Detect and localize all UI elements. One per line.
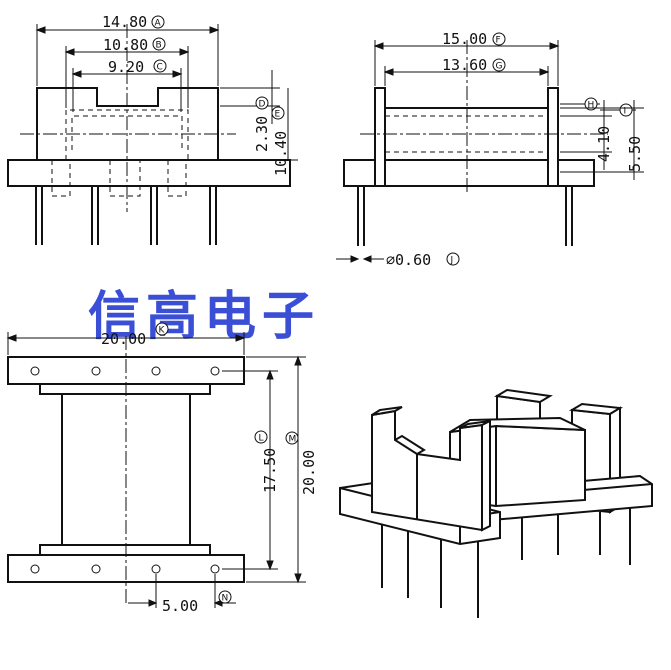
dim-a-value: 14.80 xyxy=(102,13,147,31)
dim-c-value: 9.20 xyxy=(108,58,144,76)
dim-l-value: 17.50 xyxy=(261,448,279,493)
dim-e-tag: E xyxy=(275,110,281,120)
dim-n-value: 5.00 xyxy=(162,597,198,615)
dim-f-value: 15.00 xyxy=(442,30,487,48)
dim-j-value: 4.10 xyxy=(595,126,613,162)
dim-pin-dia-value: ⌀0.60 xyxy=(386,251,431,269)
dim-c-tag: C xyxy=(157,63,163,73)
dim-g-tag: G xyxy=(496,62,503,72)
isometric-view xyxy=(339,388,653,618)
dim-f-tag: F xyxy=(496,36,501,46)
dim-a-tag: A xyxy=(155,19,162,29)
dim-m-tag: M xyxy=(289,435,297,445)
dim-k-value: 5.50 xyxy=(626,136,644,172)
dim-pin-dia-tag: J xyxy=(450,256,454,266)
dim-d-value: 2.30 xyxy=(253,116,271,152)
front-view: 14.80 A 10.80 B 9.20 C 2.30 D 10.40 E xyxy=(7,13,298,245)
dim-k-top-tag: K xyxy=(159,326,166,336)
dim-l-tag: L xyxy=(259,434,264,444)
dim-h-tag: H xyxy=(588,101,595,111)
dim-g-value: 13.60 xyxy=(442,56,487,74)
top-view: 20.00 K 17.50 L 20.00 M 5.00 N xyxy=(6,322,318,615)
dim-e-value: 10.40 xyxy=(272,131,290,176)
dim-i-tag: I xyxy=(624,107,627,117)
dim-b-tag: B xyxy=(156,41,162,51)
side-view: 15.00 F 13.60 G H I 4.10 5.50 ⌀0.60 xyxy=(336,30,644,269)
dim-k-top-value: 20.00 xyxy=(101,330,146,348)
dim-m-value: 20.00 xyxy=(300,450,318,495)
dim-b-value: 10.80 xyxy=(103,36,148,54)
dim-d-tag: D xyxy=(259,100,266,110)
dim-n-tag: N xyxy=(222,594,229,604)
